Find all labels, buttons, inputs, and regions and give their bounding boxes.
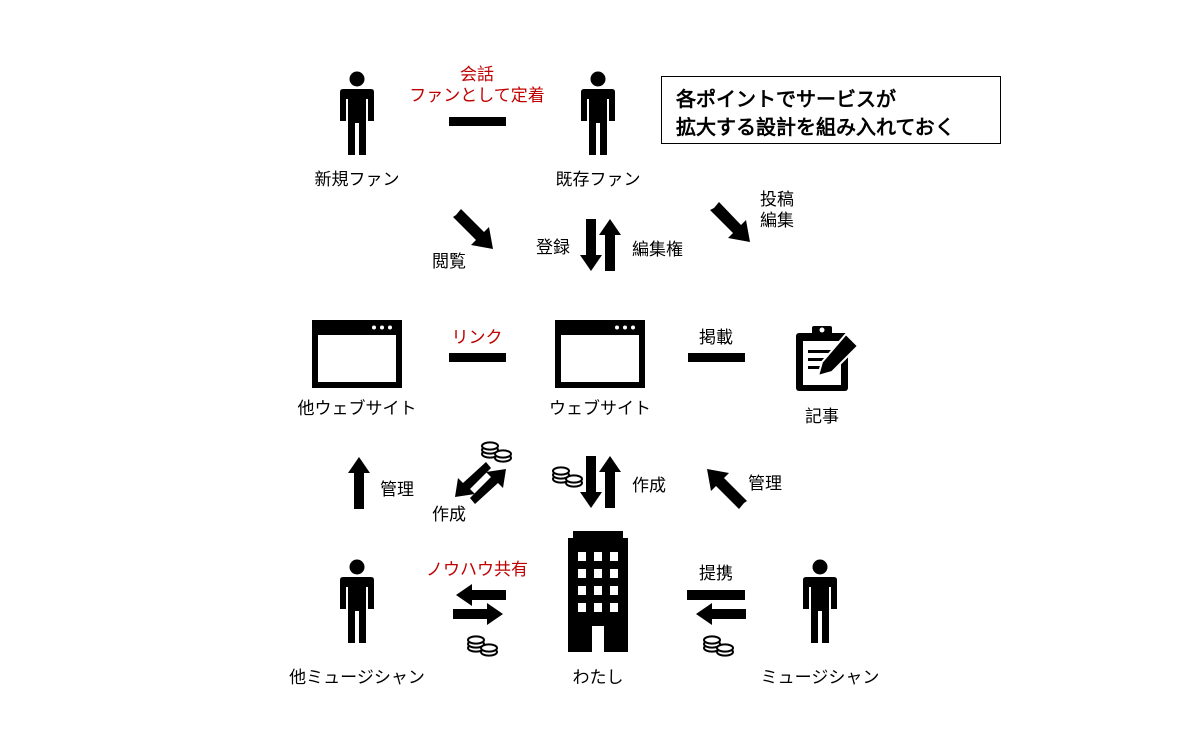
knowhow-label: ノウハウ共有 bbox=[426, 560, 528, 580]
other-musician-person-icon bbox=[340, 559, 374, 643]
manage-diagonal-arrow-icon bbox=[707, 469, 747, 509]
other-website-label: 他ウェブサイト bbox=[297, 399, 417, 419]
create-left-label: 作成 bbox=[432, 505, 466, 525]
manage-left-label: 管理 bbox=[380, 480, 414, 500]
manage-up-arrow-icon bbox=[348, 457, 370, 509]
edit-rights-up-arrow-icon bbox=[599, 219, 621, 271]
browse-arrow-icon bbox=[453, 209, 493, 249]
article-label: 記事 bbox=[805, 407, 839, 427]
browse-label: 閲覧 bbox=[432, 252, 466, 272]
coins-icon bbox=[703, 635, 734, 657]
conversation-label-line2: ファンとして定着 bbox=[409, 86, 545, 106]
new-fan-label: 新規ファン bbox=[314, 170, 400, 190]
musician-label: ミュージシャン bbox=[760, 668, 880, 688]
create-center-arrows-icon bbox=[580, 456, 621, 508]
knowhow-exchange-arrows-icon bbox=[453, 584, 506, 625]
edit-rights-label: 編集権 bbox=[632, 240, 683, 260]
partner-arrows-icon bbox=[687, 590, 746, 625]
callout-line1: 各ポイントでサービスが bbox=[676, 87, 896, 111]
musician-person-icon bbox=[803, 559, 837, 643]
publish-dash bbox=[688, 353, 745, 362]
link-dash bbox=[449, 353, 506, 362]
post-edit-arrow-icon bbox=[710, 202, 750, 242]
article-clipboard-icon bbox=[796, 326, 860, 391]
post-label-line2: 編集 bbox=[760, 211, 794, 231]
post-label-line1: 投稿 bbox=[760, 190, 794, 210]
create-diagonal-arrows-icon bbox=[455, 462, 506, 504]
conversation-label-line1: 会話 bbox=[460, 65, 494, 85]
coins-icon bbox=[481, 441, 512, 463]
existing-fan-person-icon bbox=[581, 71, 615, 155]
register-down-arrow-icon bbox=[580, 219, 602, 271]
new-fan-person-icon bbox=[340, 71, 374, 155]
partner-label: 提携 bbox=[699, 564, 733, 584]
create-center-label: 作成 bbox=[632, 476, 666, 496]
publish-label: 掲載 bbox=[699, 328, 733, 348]
existing-fan-label: 既存ファン bbox=[555, 170, 641, 190]
conversation-dash bbox=[449, 117, 506, 126]
building-icon bbox=[568, 531, 628, 652]
manage-right-label: 管理 bbox=[748, 474, 782, 494]
register-label: 登録 bbox=[536, 238, 570, 258]
link-label: リンク bbox=[451, 328, 503, 348]
coins-icon bbox=[467, 635, 498, 657]
website-label: ウェブサイト bbox=[549, 399, 651, 419]
callout-line2: 拡大する設計を組み入れておく bbox=[676, 115, 955, 139]
website-browser-icon bbox=[555, 320, 645, 388]
other-musician-label: 他ミュージシャン bbox=[289, 668, 425, 688]
other-website-browser-icon bbox=[312, 320, 402, 388]
me-label: わたし bbox=[572, 668, 624, 688]
callout-box: 各ポイントでサービスが 拡大する設計を組み入れておく bbox=[661, 76, 1001, 144]
coins-icon bbox=[552, 466, 583, 488]
